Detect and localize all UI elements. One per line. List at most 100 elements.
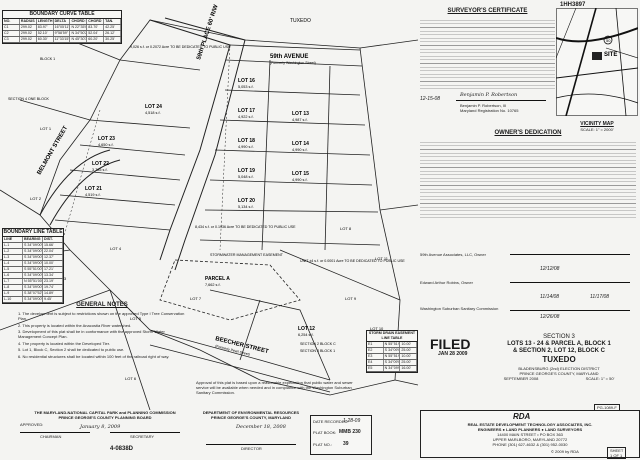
lot-label: LOT 17 (238, 108, 255, 114)
lot-label: LOT 14 (292, 141, 309, 147)
map-note: SECTION 4 ONE BLOCK (8, 97, 50, 101)
lot-label: LOT 24 (145, 104, 162, 110)
surveyor-sig-date: 12-15-08 (420, 96, 441, 102)
owner-signer-1: 59th Avenue Associates, LLC, Owner (420, 252, 486, 257)
adjacent-lot-label: LOT 11 (375, 256, 389, 261)
adjacent-lot-label: LOT 7 (190, 296, 202, 301)
lot-label: LOT 23 (98, 136, 115, 142)
filed-label: FILED (430, 336, 471, 352)
map-note: UNIT ±4 s.f. or 0.0001 Acre TO BE DEDICA… (300, 259, 405, 263)
surveyor-reg: Maryland Registration No. 10765 (460, 108, 519, 113)
vicinity-title: VICINITY MAP (580, 121, 614, 127)
dept-block: DEPARTMENT OF ENVIRONMENTAL RESOURCES PR… (196, 410, 306, 456)
sheet-value: 1 OF 1 (610, 453, 623, 458)
storm-table-title: STORM DRAIN EASEMENT LINE TABLE (367, 331, 417, 342)
lot-area: 4,987 s.f. (292, 118, 308, 122)
owner-signer-2: Edward Arthur Robins, Owner (420, 280, 473, 285)
title-section: SECTION 3 (543, 334, 575, 340)
general-note-item: 1. The development is subject to restric… (18, 311, 185, 321)
title-block: SECTION 3 LOTS 13 - 24 & PARCEL A, BLOCK… (480, 334, 638, 381)
general-note-item: 2. This property is located within the A… (18, 322, 132, 328)
record-box: DATE RECORDED: 1-28-09 PLAT BOOK: MMB 23… (310, 415, 372, 455)
lot-label: LOT 20 (238, 198, 255, 204)
lot-label: LOT 16 (238, 78, 255, 84)
lot-area: 4,990 s.f. (292, 178, 308, 182)
owner-date-2: 11/14/08 (540, 294, 560, 300)
owner-title: OWNER'S DEDICATION (494, 130, 562, 136)
sheet-box: SHEET 1 OF 1 (607, 447, 627, 459)
firm-services: ENGINEERS ● LAND PLANNERS ● LAND SURVEYO… (477, 427, 583, 432)
lot-label: PARCEL A (205, 276, 230, 282)
vicinity-road-label: 50 (606, 38, 611, 43)
lot-area: 4,990 s.f. (292, 148, 308, 152)
lot-label: LOT 13 (292, 111, 309, 117)
adjacent-lot-label: LOT 5 (130, 316, 142, 321)
lot-area: 4,650 s.f. (98, 143, 114, 147)
general-note-item: 4. The property is located within the De… (18, 340, 110, 346)
firm-logo: RDA (513, 412, 531, 421)
approved-label: APPROVED: (20, 422, 44, 427)
line-table-row: L-5S 55°51'00" W17.21' (3, 267, 63, 273)
surveyor-title: SURVEYOR'S CERTIFICATE (447, 8, 528, 14)
dept-sig-date: December 18, 2008 (236, 424, 286, 430)
general-notes: GENERAL NOTES 1. The development is subj… (18, 302, 186, 408)
record-book-label: PLAT BOOK: (313, 430, 337, 435)
line-table-title: BOUNDARY LINE TABLE (3, 229, 63, 237)
vicinity-map: SITE 50 VICINITY MAP SCALE: 1" = 2000' (555, 7, 639, 134)
lot-area: 5,048 s.f. (238, 175, 254, 179)
map-note: STORMWATER MANAGEMENT EASEMENT (210, 253, 284, 257)
vicinity-map-drawing: SITE 50 (555, 7, 639, 117)
adjacent-lot-label: LOT 2 (30, 196, 42, 201)
adjacent-lot-label: LOT 6 (125, 376, 137, 381)
line-table-row: L-4S 34°09'00" E10.00' (3, 261, 63, 267)
street-label-tuxedo: TUXEDO (290, 18, 311, 24)
plan-number: 4-0838D (110, 446, 134, 452)
filed-date: JAN 28 2009 (438, 351, 468, 357)
director-label: DIRECTOR (241, 446, 262, 451)
firm-name: REAL ESTATE DEVELOPMENT TECHNOLOGY ASSOC… (467, 422, 593, 427)
lot-label: LOT 21 (85, 186, 102, 192)
title-lots: LOTS 13 - 24 & PARCEL A, BLOCK 1 (507, 341, 611, 347)
line-table-row: L-8S 34°09'00" E19.74' (3, 285, 63, 291)
chairman-label: CHAIRMAN (40, 434, 62, 439)
record-date-value: 1-28-09 (343, 418, 361, 424)
title-section2: & SECTION 2, LOT 12, BLOCK C (512, 348, 605, 354)
lot-label: LOT 12 (298, 326, 315, 332)
firm-address: 14400 MAIN STREET • PO BOX 363 (497, 432, 563, 437)
line-table-row: L-2S 34°09'00" E22.04' (3, 249, 63, 255)
surveyor-name: Benjamin P. Robertson, III (460, 103, 507, 108)
record-no-label: PLAT NO.: (313, 442, 332, 447)
title-county: PRINCE GEORGE'S COUNTY, MARYLAND (519, 371, 599, 376)
title-date: SEPTEMBER 2008 (503, 376, 539, 381)
approval-note: Approval of this plat is based upon a re… (196, 380, 353, 395)
commission-sig-date: January 8, 2009 (80, 424, 121, 430)
map-note: 8,434 s.f. or 0.1936 Acre TO BE DEDICATE… (195, 225, 296, 229)
lot-label: LOT 18 (238, 138, 255, 144)
line-table-row: L-3S 34°09'00" E12.37' (3, 255, 63, 261)
title-name: TUXEDO (542, 355, 576, 364)
lot-area: 4,519 s.f. (85, 193, 101, 197)
lot-label: LOT 15 (292, 171, 309, 177)
firm-phone: PHONE (301) 627-4632 & (301) 952-0030 (492, 442, 568, 447)
line-table-row: L-6S 34°09'00" E13.34' (3, 273, 63, 279)
storm-table-row: E1N 55°51'00" E10.00' (367, 342, 418, 348)
storm-table-row: E3N 55°51'00" E10.00' (367, 354, 418, 360)
lot-area: 3,785 s.f. (92, 168, 108, 172)
general-note-item: 3. Development of this plat shall be in … (18, 329, 165, 339)
vicinity-site-label: SITE (604, 52, 617, 58)
lot-label: LOT 19 (238, 168, 255, 174)
general-note-item: 5. Lot 1, Block C, Section 2 shall be de… (18, 347, 125, 352)
adjacent-lot-label: LOT 4 (110, 246, 122, 251)
adjacent-lot-label: LOT 10 (370, 326, 384, 331)
vicinity-scale: SCALE: 1" = 2000' (580, 127, 614, 132)
title-scale: SCALE: 1" = 50' (585, 376, 615, 381)
lot-area: 5,134 s.f. (238, 205, 254, 209)
surveyors-certificate: SURVEYOR'S CERTIFICATE 12-15-08 Benjamin… (420, 8, 555, 128)
lot-area: 5,053 s.f. (238, 85, 254, 89)
